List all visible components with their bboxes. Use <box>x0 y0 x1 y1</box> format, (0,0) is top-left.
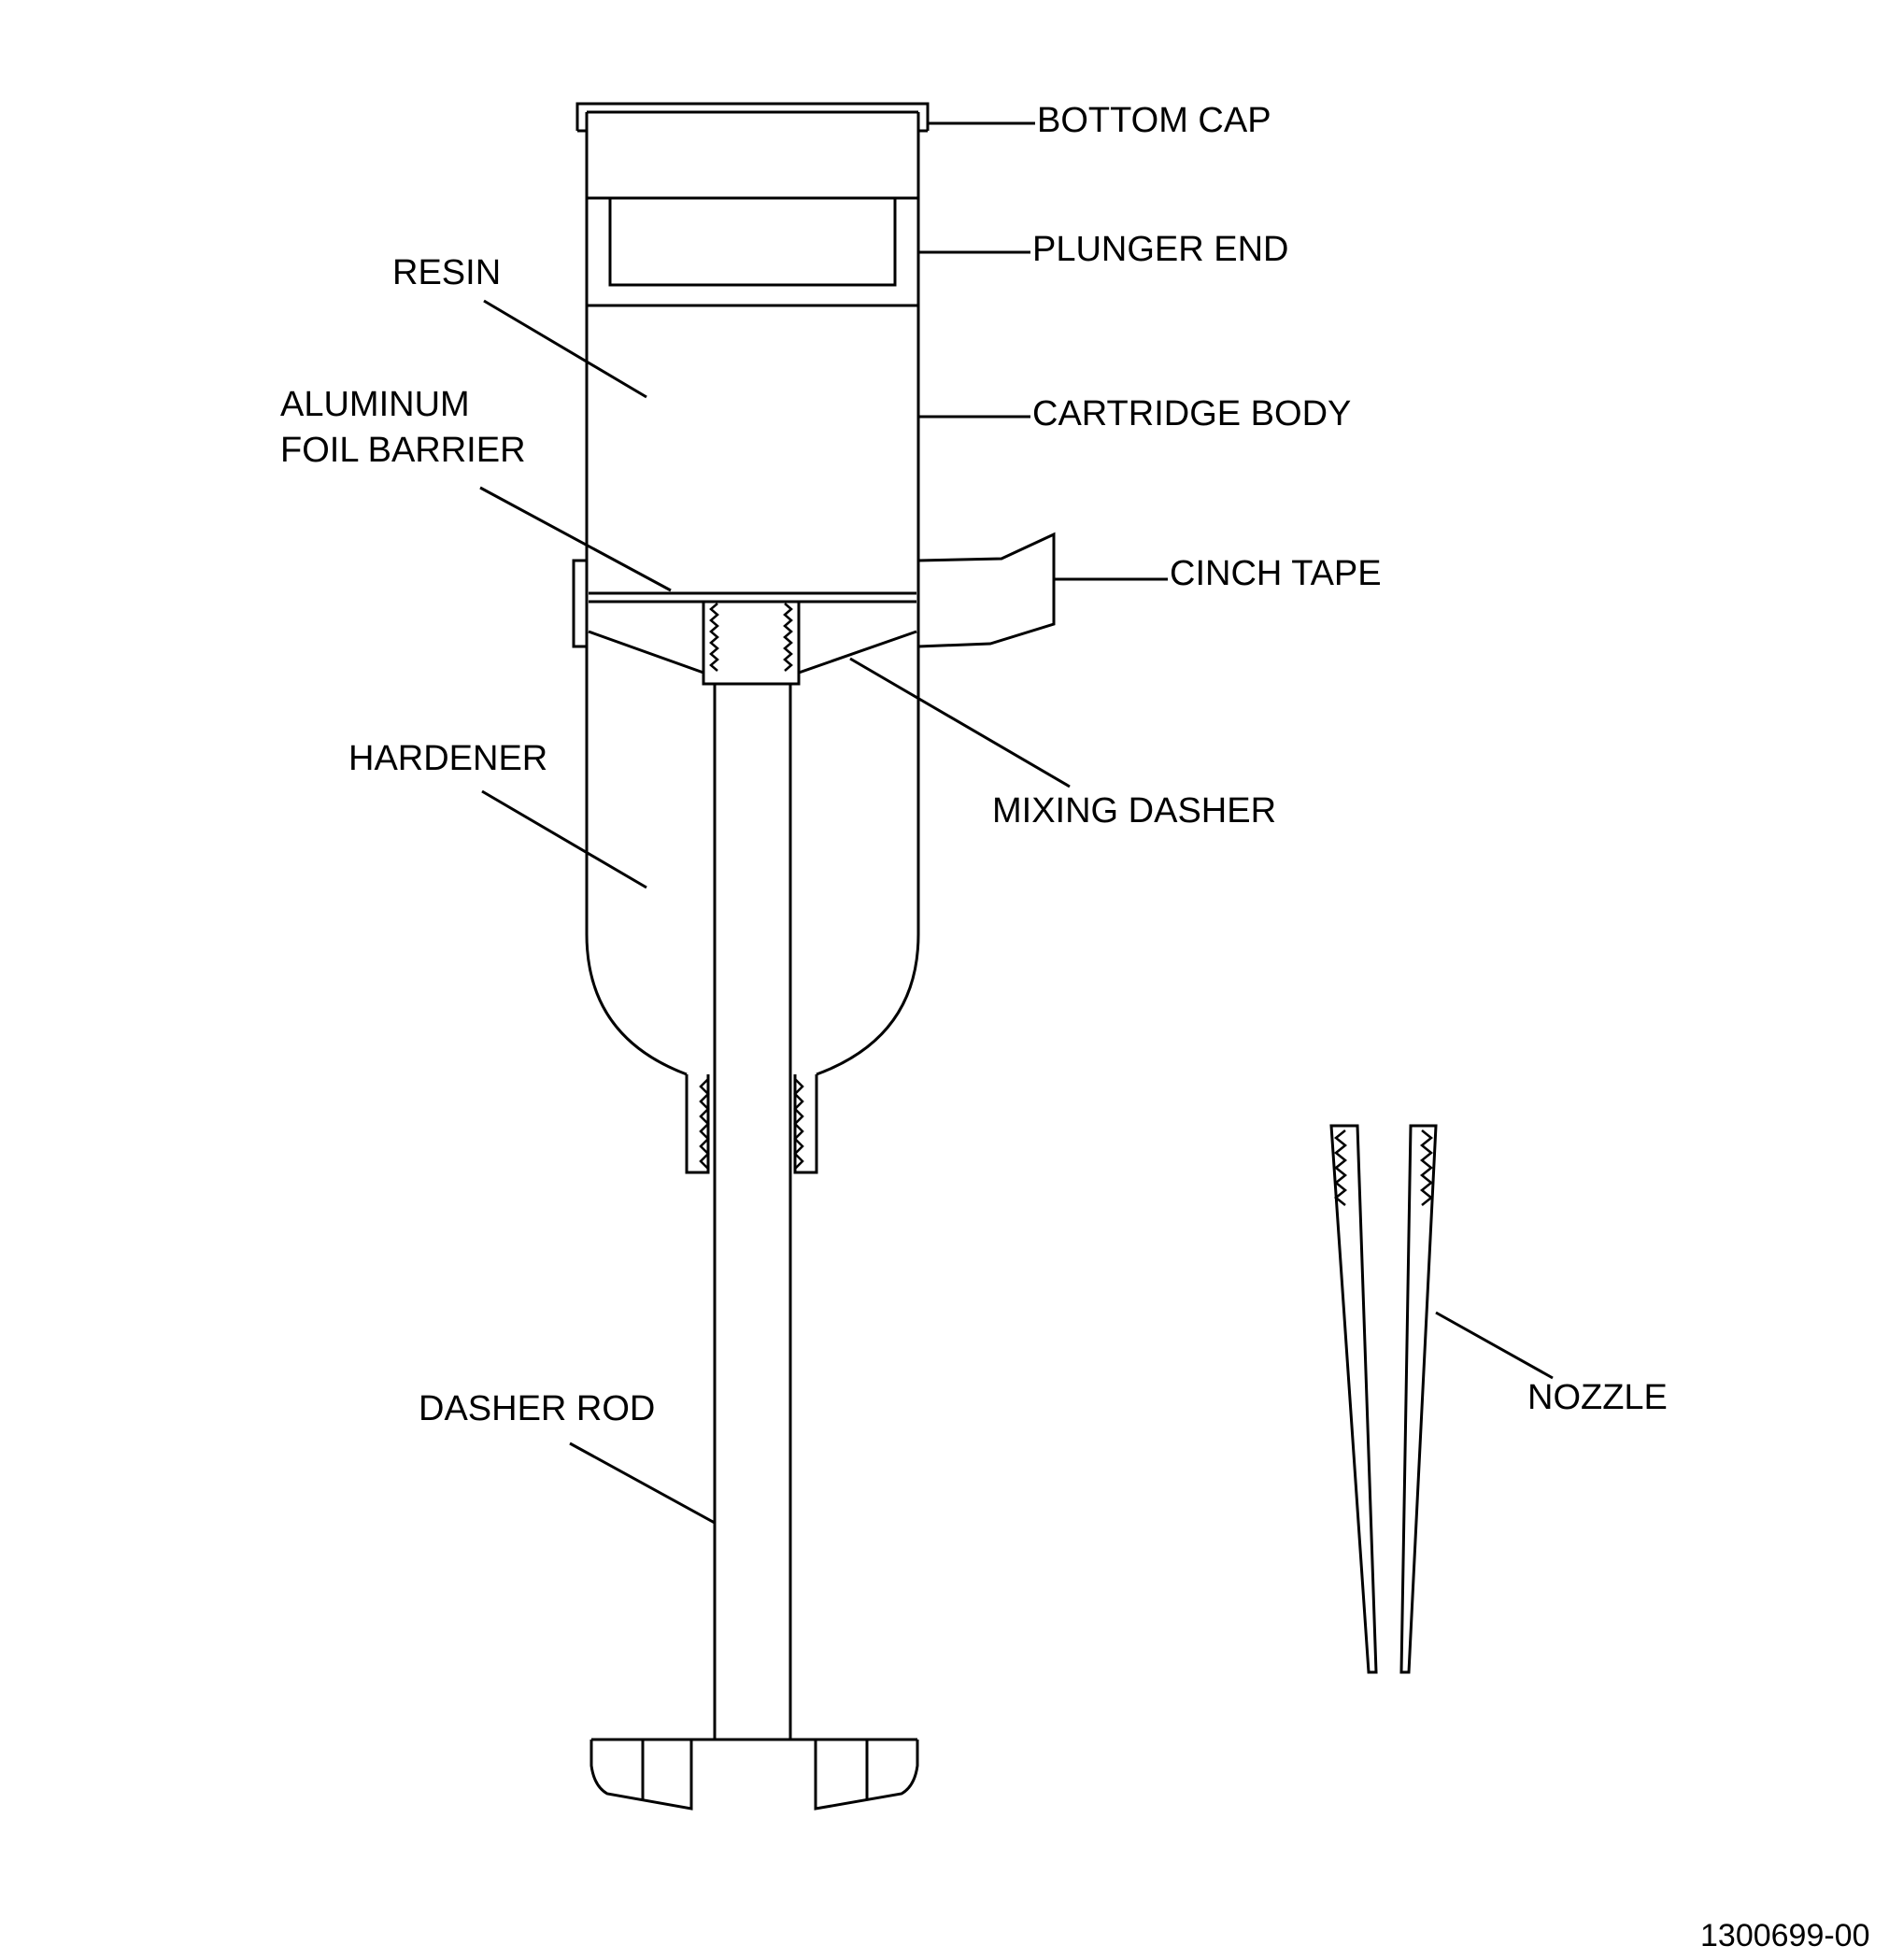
label-hardener: HARDENER <box>348 739 547 778</box>
dasher-rod <box>713 684 792 1740</box>
leader-lines <box>479 121 1554 1525</box>
mixing-dasher <box>588 600 917 686</box>
label-resin: RESIN <box>392 253 501 292</box>
bottom-cap <box>575 102 930 133</box>
label-mixing-dasher: MIXING DASHER <box>992 791 1276 831</box>
label-aluminum-foil-line2: FOIL BARRIER <box>280 431 526 470</box>
cartridge-body <box>585 112 920 1076</box>
label-cartridge-body: CARTRIDGE BODY <box>1032 394 1351 433</box>
reference-number: 1300699-00 <box>1700 1918 1870 1953</box>
nozzle <box>1329 1124 1438 1674</box>
label-plunger-end: PLUNGER END <box>1032 230 1289 269</box>
label-dasher-rod: DASHER ROD <box>419 1389 655 1428</box>
cinch-tape <box>572 532 1056 648</box>
dasher-handle <box>589 1738 919 1811</box>
label-nozzle: NOZZLE <box>1527 1378 1668 1417</box>
label-bottom-cap: BOTTOM CAP <box>1037 101 1271 140</box>
cartridge-neck <box>685 1074 818 1174</box>
label-aluminum-foil-line1: ALUMINUM <box>280 385 470 424</box>
plunger-end <box>587 196 918 307</box>
label-cinch-tape: CINCH TAPE <box>1170 554 1382 593</box>
